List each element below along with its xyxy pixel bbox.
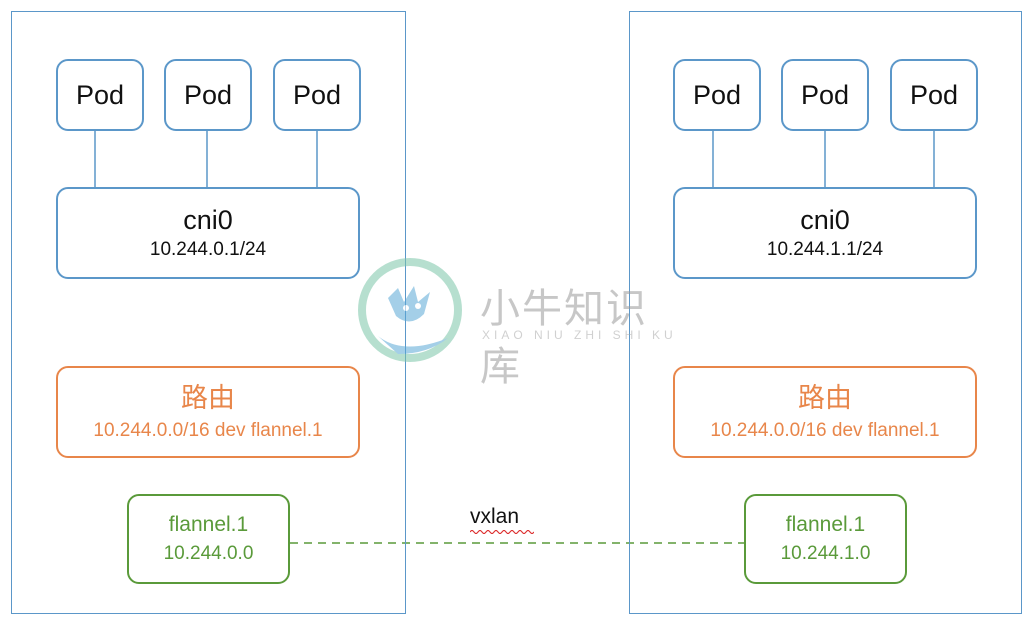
pod-label: Pod <box>292 79 342 110</box>
bridge-ip: 10.244.0.1/24 <box>149 239 267 260</box>
pod-label: Pod <box>909 79 959 110</box>
watermark: 小牛知识库 XIAO NIU ZHI SHI KU <box>358 258 678 390</box>
watermark-subtitle: XIAO NIU ZHI SHI KU <box>482 328 677 342</box>
vxlan-text: vxlan <box>470 505 520 528</box>
pod-label: Pod <box>800 79 850 110</box>
route-title: 路由 <box>798 383 852 413</box>
pod-label: Pod <box>692 79 742 110</box>
flannel-ip: 10.244.1.0 <box>780 543 871 564</box>
pod-label: Pod <box>183 79 233 110</box>
pod-label: Pod <box>75 79 125 110</box>
route-rule: 10.244.0.0/16 dev flannel.1 <box>93 420 323 441</box>
flannel-interface[interactable]: flannel.1 10.244.1.0 <box>744 494 907 584</box>
route-table[interactable]: 路由 10.244.0.0/16 dev flannel.1 <box>56 366 360 458</box>
host-node-2 <box>629 11 1022 614</box>
bridge-ip: 10.244.1.1/24 <box>766 239 884 260</box>
pod-box[interactable]: Pod <box>56 59 144 131</box>
pod-box[interactable]: Pod <box>781 59 869 131</box>
watermark-title: 小牛知识库 <box>480 286 648 390</box>
flannel-interface[interactable]: flannel.1 10.244.0.0 <box>127 494 290 584</box>
pod-box[interactable]: Pod <box>673 59 761 131</box>
spellcheck-underline <box>470 530 534 534</box>
route-rule: 10.244.0.0/16 dev flannel.1 <box>710 420 940 441</box>
cni0-bridge[interactable]: cni0 10.244.0.1/24 <box>56 187 360 279</box>
route-title: 路由 <box>181 383 235 413</box>
route-table[interactable]: 路由 10.244.0.0/16 dev flannel.1 <box>673 366 977 458</box>
pod-box[interactable]: Pod <box>890 59 978 131</box>
flannel-ip: 10.244.0.0 <box>163 543 254 564</box>
vxlan-label: vxlan <box>470 505 534 534</box>
pod-box[interactable]: Pod <box>273 59 361 131</box>
watermark-logo-icon <box>358 258 462 362</box>
pod-box[interactable]: Pod <box>164 59 252 131</box>
bridge-name: cni0 <box>800 205 850 235</box>
flannel-name: flannel.1 <box>785 513 866 536</box>
cni0-bridge[interactable]: cni0 10.244.1.1/24 <box>673 187 977 279</box>
bridge-name: cni0 <box>183 205 233 235</box>
flannel-name: flannel.1 <box>168 513 249 536</box>
